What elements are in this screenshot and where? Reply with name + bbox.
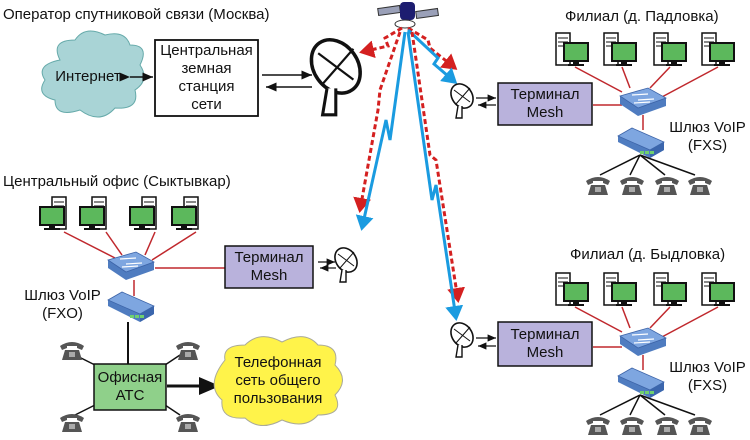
link-branch2-blue bbox=[406, 31, 464, 321]
branch1-switch-icon bbox=[619, 87, 667, 117]
gateway-fxo-label: Шлюз VoIP(FXO) bbox=[24, 287, 101, 322]
central-office-label: Центральный офис (Сыктывкар) bbox=[3, 173, 231, 190]
branch1-label: Филиал (д. Падловка) bbox=[565, 8, 719, 25]
link-branch1-red bbox=[407, 26, 458, 70]
pstn-cloud bbox=[213, 336, 343, 426]
hub-station-box bbox=[154, 39, 259, 117]
terminal-mesh-central bbox=[224, 245, 314, 289]
internet-cloud bbox=[41, 30, 145, 118]
gateway-fxs-branch1-icon bbox=[617, 127, 665, 159]
branch2-pcs bbox=[555, 272, 735, 307]
central-switch-icon bbox=[107, 251, 155, 281]
branch1-phones bbox=[586, 177, 712, 195]
branch2-dish-icon bbox=[445, 317, 479, 358]
central-dish-icon bbox=[329, 242, 363, 283]
link-branch2-red bbox=[410, 31, 466, 303]
gateway-fxs-branch1-label: Шлюз VoIP(FXS) bbox=[669, 119, 746, 154]
central-pcs bbox=[39, 196, 199, 231]
terminal-mesh-branch2 bbox=[497, 321, 593, 367]
terminal-mesh-branch1 bbox=[497, 82, 593, 126]
gateway-fxo-icon bbox=[107, 291, 155, 323]
branch1-pcs bbox=[555, 32, 735, 67]
link-branch1-blue bbox=[406, 28, 458, 84]
gateway-fxs-branch2-icon bbox=[617, 367, 665, 399]
link-central-red bbox=[353, 31, 402, 213]
branch2-phones bbox=[586, 417, 712, 435]
branch1-dish-icon bbox=[445, 78, 479, 119]
gateway-fxs-branch2-label: Шлюз VoIP(FXS) bbox=[669, 359, 746, 394]
internet-label: Интернет bbox=[55, 68, 121, 85]
hub-dish-icon bbox=[299, 28, 372, 117]
branch2-switch-icon bbox=[619, 327, 667, 357]
branch2-label: Филиал (д. Быдловка) bbox=[570, 246, 726, 263]
satellite-icon bbox=[377, 2, 440, 29]
link-hub-red bbox=[359, 26, 403, 59]
link-central-blue bbox=[355, 31, 407, 231]
operator-label: Оператор спутниковой связи (Москва) bbox=[3, 6, 270, 23]
pbx-box bbox=[93, 363, 167, 411]
